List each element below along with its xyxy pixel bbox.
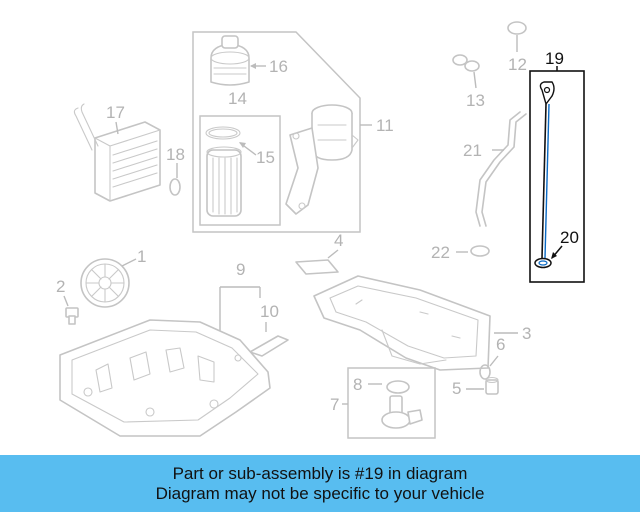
- callout-8: 8: [353, 375, 362, 394]
- callout-21: 21: [463, 141, 482, 160]
- callout-19: 19: [545, 49, 564, 68]
- callout-17: 17: [106, 103, 125, 122]
- part-5-drain-plug: [485, 376, 499, 395]
- filter-housing-group-box: [192, 31, 361, 233]
- part-16-filter-cap: [210, 35, 250, 86]
- callout-2: 2: [56, 277, 65, 296]
- banner-line-1: Part or sub-assembly is #19 in diagram: [172, 463, 468, 483]
- callout-16: 16: [269, 57, 288, 76]
- banner-line-2: Diagram may not be specific to your vehi…: [155, 483, 485, 503]
- callout-11: 11: [376, 116, 394, 135]
- part-13-seal-b: [464, 60, 480, 72]
- part-9-crankcase: [59, 319, 271, 437]
- callout-13: 13: [466, 91, 485, 110]
- callout-10: 10: [260, 302, 279, 321]
- part-13-seal-a: [452, 54, 468, 66]
- part-19-dipstick: [539, 81, 555, 259]
- part-2-bolt: [65, 307, 79, 325]
- callout-6: 6: [496, 335, 505, 354]
- callout-15: 15: [256, 148, 275, 167]
- callout-7: 7: [330, 395, 339, 414]
- sensor-box: [347, 367, 436, 439]
- parts-diagram: 16 14 15 11 17 18: [56, 21, 585, 439]
- callout-12: 12: [508, 55, 527, 74]
- callout-4: 4: [334, 231, 343, 250]
- callout-1: 1: [137, 247, 146, 266]
- part-20-o-ring: [534, 257, 552, 269]
- dipstick-group-box: [529, 70, 585, 283]
- callout-22: 22: [431, 243, 450, 262]
- callout-9: 9: [236, 260, 245, 279]
- part-18-seal: [169, 178, 181, 196]
- part-1-pulley: [80, 258, 130, 308]
- part-15-filter-element: [205, 126, 242, 217]
- filter-element-box: [199, 115, 281, 226]
- part-11-filter-housing: [285, 104, 359, 215]
- callout-3: 3: [522, 324, 531, 343]
- part-3-oil-pan: [313, 275, 491, 371]
- callout-18: 18: [166, 145, 185, 164]
- part-4-gasket: [295, 259, 339, 275]
- callout-5: 5: [452, 379, 461, 398]
- part-21-dipstick-tube: [475, 111, 521, 227]
- part-17-oil-cooler: [73, 103, 161, 202]
- callout-20: 20: [560, 228, 579, 247]
- part-22-seal: [470, 245, 490, 257]
- info-banner: Part or sub-assembly is #19 in diagram D…: [0, 455, 640, 512]
- callout-14: 14: [228, 89, 247, 108]
- part-6-washer: [479, 364, 491, 380]
- part-12-seal: [507, 21, 527, 35]
- part-7-level-sensor: [381, 395, 423, 429]
- part-10-gasket: [249, 335, 289, 357]
- part-8-o-ring: [386, 380, 410, 394]
